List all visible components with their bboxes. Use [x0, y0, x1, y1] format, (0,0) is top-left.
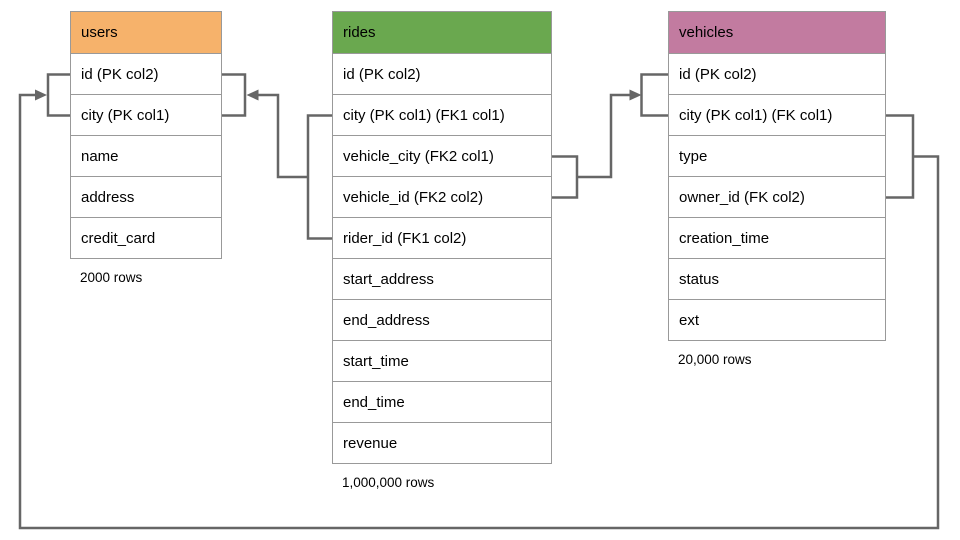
rides-col-end-address: end_address [332, 300, 552, 341]
rides-col-city: city (PK col1) (FK1 col1) [332, 95, 552, 136]
rides-col-rider-id: rider_id (FK1 col2) [332, 218, 552, 259]
rides-col-id: id (PK col2) [332, 54, 552, 95]
fk1-connector-line [256, 93, 308, 179]
rides-table: rides id (PK col2) city (PK col1) (FK1 c… [332, 11, 552, 490]
fk2-arrowhead-icon [629, 89, 642, 101]
vehicles-col-type: type [668, 136, 886, 177]
fk1-arrowhead-icon [246, 89, 259, 101]
vehicles-table-header: vehicles [668, 11, 886, 54]
rides-col-vehicle-id: vehicle_id (FK2 col2) [332, 177, 552, 218]
users-col-name: name [70, 136, 222, 177]
vehicles-left-bracket [640, 73, 668, 117]
users-row-count: 2000 rows [80, 270, 143, 285]
users-col-id: id (PK col2) [70, 54, 222, 95]
users-right-bracket [222, 73, 247, 117]
vehicles-col-ext: ext [668, 300, 886, 341]
users-table: users id (PK col2) city (PK col1) name a… [70, 11, 222, 285]
rides-col-revenue: revenue [332, 423, 552, 464]
users-col-address: address [70, 177, 222, 218]
users-table-header: users [70, 11, 222, 54]
connector-rides-fk1-to-users [222, 73, 332, 240]
rides-left-bracket [306, 114, 332, 240]
vehicles-col-creation-time: creation_time [668, 218, 886, 259]
rides-col-start-address: start_address [332, 259, 552, 300]
rides-row-count: 1,000,000 rows [342, 475, 435, 490]
rides-col-end-time: end_time [332, 382, 552, 423]
users-col-city: city (PK col1) [70, 95, 222, 136]
rides-right-bracket [552, 155, 579, 199]
vehicles-col-city: city (PK col1) (FK col1) [668, 95, 886, 136]
rides-col-start-time: start_time [332, 341, 552, 382]
vehicles-table: vehicles id (PK col2) city (PK col1) (FK… [668, 11, 886, 367]
vehicles-users-loop-line [18, 93, 940, 530]
fk2-connector-line [577, 93, 631, 179]
vehicles-col-status: status [668, 259, 886, 300]
users-col-credit-card: credit_card [70, 218, 222, 259]
vehicles-col-owner-id: owner_id (FK col2) [668, 177, 886, 218]
rides-table-header: rides [332, 11, 552, 54]
vehicles-col-id: id (PK col2) [668, 54, 886, 95]
connector-vehicles-fk-to-users [18, 73, 940, 530]
vehicles-row-count: 20,000 rows [678, 352, 752, 367]
vehicles-right-bracket [886, 114, 915, 199]
connector-rides-fk2-to-vehicles [552, 73, 668, 199]
users-left-bracket [46, 73, 70, 117]
vehicles-users-arrowhead-icon [35, 89, 47, 101]
rides-col-vehicle-city: vehicle_city (FK2 col1) [332, 136, 552, 177]
